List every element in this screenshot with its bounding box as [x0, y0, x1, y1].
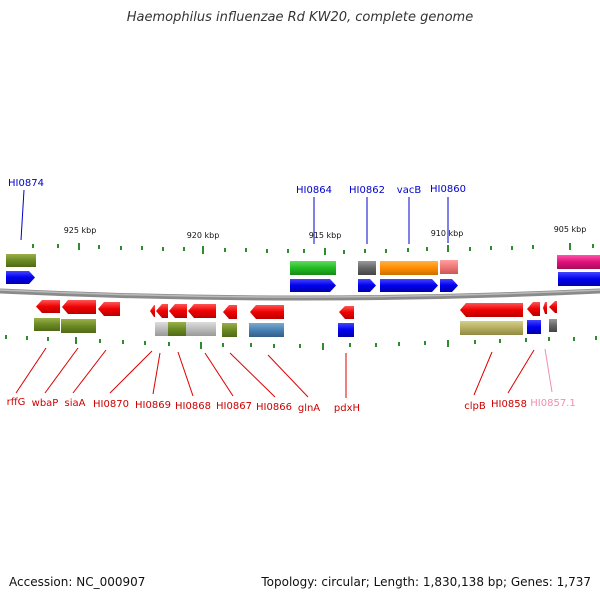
scale-label-925: 925 kbp — [64, 226, 97, 235]
gene-arrow-hi0862[interactable] — [358, 279, 376, 292]
label-hi0866[interactable]: HI0866 — [256, 402, 292, 413]
gene-arrow-hi0858[interactable] — [527, 302, 540, 316]
genome-backbone-highlight — [0, 289, 600, 298]
gene-arrow-clpb[interactable] — [460, 303, 523, 317]
label-hi0870[interactable]: HI0870 — [93, 399, 129, 410]
genome-summary-text: Topology: circular; Length: 1,830,138 bp… — [261, 575, 591, 589]
feature-box-steel-bottom — [249, 323, 284, 337]
feature-box-olive-top — [6, 254, 36, 267]
gene-arrow-siaa[interactable] — [98, 302, 120, 316]
feature-box-gray-bottom — [549, 319, 557, 332]
gene-arrow-rffg[interactable] — [36, 300, 60, 313]
label-hi0869[interactable]: HI0869 — [135, 400, 171, 411]
feature-box-blue-bottom-1 — [338, 323, 354, 337]
gene-arrow-right-edge-bottom[interactable] — [549, 301, 557, 313]
gene-arrow-hi0869[interactable] — [156, 304, 168, 318]
gene-arrow-hi0860[interactable] — [440, 279, 458, 292]
lower-tick-row — [5, 335, 597, 350]
label-hi0860[interactable]: HI0860 — [430, 184, 466, 195]
leader-line-hi0857-1 — [544, 348, 553, 393]
top-leader-lines — [20, 189, 449, 244]
gene-arrow-wbap[interactable] — [62, 300, 96, 314]
label-hi0874[interactable]: HI0874 — [8, 178, 44, 189]
label-glna[interactable]: glnA — [298, 403, 320, 414]
gene-arrow-glna[interactable] — [250, 305, 284, 319]
gene-arrow-hi0870[interactable] — [150, 305, 155, 317]
label-wbap[interactable]: wbaP — [32, 398, 59, 409]
feature-box-olive-bottom-2 — [61, 319, 96, 333]
map-title: Haemophilus influenzae Rd KW20, complete… — [126, 10, 474, 25]
label-hi0858[interactable]: HI0858 — [491, 399, 527, 410]
genome-backbone — [0, 288, 600, 301]
label-clpb[interactable]: clpB — [464, 401, 486, 412]
gene-arrow-hi0868[interactable] — [169, 304, 187, 318]
label-hi0857-1[interactable]: HI0857.1 — [530, 398, 575, 409]
feature-box-green-top — [290, 261, 336, 275]
upper-tick-row — [32, 243, 594, 255]
label-hi0862[interactable]: HI0862 — [349, 185, 385, 196]
gene-arrow-hi0867[interactable] — [188, 304, 216, 318]
scale-label-920: 920 kbp — [187, 231, 220, 240]
feature-box-blue-bottom-2 — [527, 320, 541, 334]
feature-box-salmon-top — [440, 260, 458, 274]
gene-arrow-hi0874[interactable] — [6, 271, 35, 284]
label-pdxh[interactable]: pdxH — [334, 403, 360, 414]
gene-arrow-hi0857-1[interactable] — [543, 302, 547, 314]
scale-label-905: 905 kbp — [554, 225, 587, 234]
feature-box-orange-top — [380, 261, 438, 275]
feature-box-khaki-bottom — [460, 321, 523, 335]
label-hi0868[interactable]: HI0868 — [175, 401, 211, 412]
gene-arrow-vacb[interactable] — [380, 279, 438, 292]
feature-box-gray-top — [358, 261, 376, 275]
label-hi0864[interactable]: HI0864 — [296, 185, 332, 196]
feature-box-magenta-top — [557, 255, 600, 269]
accession-text: Accession: NC_000907 — [9, 575, 146, 589]
gene-arrow-right-edge-top[interactable] — [558, 272, 600, 286]
label-siaa[interactable]: siaA — [65, 398, 86, 409]
feature-box-olive-bottom-4 — [222, 323, 237, 337]
gene-arrow-hi0866[interactable] — [223, 305, 237, 319]
feature-box-olive-bottom-3 — [168, 322, 186, 336]
scale-label-915: 915 kbp — [309, 231, 342, 240]
label-rffg[interactable]: rffG — [7, 397, 26, 408]
gene-arrow-pdxh[interactable] — [339, 306, 354, 319]
feature-box-olive-bottom-1 — [34, 318, 60, 331]
scale-label-910: 910 kbp — [431, 229, 464, 238]
gene-arrow-hi0864[interactable] — [290, 279, 336, 292]
label-hi0867[interactable]: HI0867 — [216, 401, 252, 412]
bottom-leader-lines — [15, 347, 535, 398]
label-vacb[interactable]: vacB — [397, 185, 422, 196]
